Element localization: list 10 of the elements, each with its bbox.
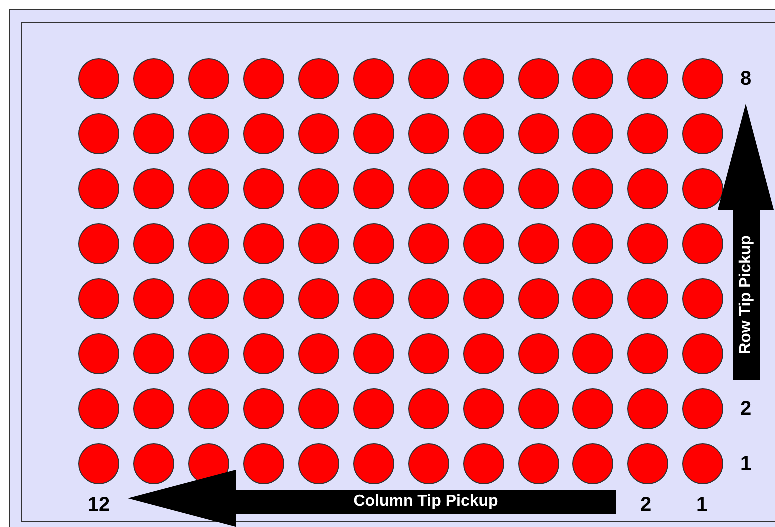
arrow-label: Column Tip Pickup [354, 494, 498, 510]
block-arrow [718, 104, 774, 380]
block-arrow [128, 470, 616, 527]
index-number: 2 [740, 399, 752, 419]
index-number: 1 [696, 495, 708, 515]
index-number: 12 [88, 495, 110, 515]
index-number: 1 [740, 454, 752, 474]
index-number: 2 [640, 495, 652, 515]
arrow-label: Row Tip Pickup [738, 236, 754, 354]
index-number: 8 [740, 69, 752, 89]
